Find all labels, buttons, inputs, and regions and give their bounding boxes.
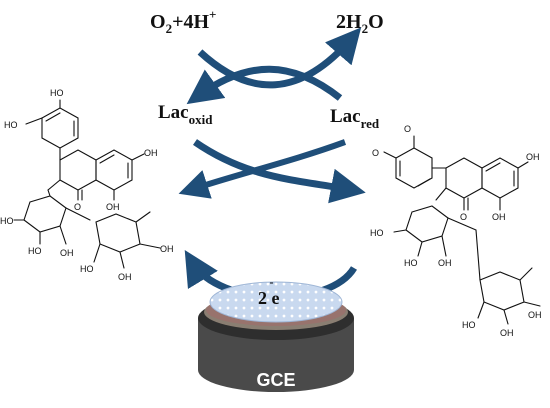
quinone-glycoside-structure: O O OH OH O HO HO OH HO OH OH	[370, 124, 542, 338]
atom-o: O	[372, 148, 379, 158]
svg-text:Lacred: Lacred	[330, 106, 380, 131]
atom-o: O	[404, 124, 411, 134]
atom-oh: OH	[528, 310, 542, 320]
atom-ho: HO	[4, 120, 18, 130]
arrow-lac-red-to-oxid	[186, 65, 343, 105]
atom-oh: OH	[526, 152, 540, 162]
atom-ho: HO	[370, 228, 384, 238]
gce-electrode: GCE	[198, 281, 354, 392]
lac-oxid-label: Lacoxid	[158, 102, 213, 127]
quercetin-glycoside-structure: HO HO OH OH O HO HO OH HO OH OH	[0, 88, 174, 282]
atom-ho: HO	[404, 258, 418, 268]
atom-oh: OH	[118, 272, 132, 282]
svg-text:Lacoxid: Lacoxid	[158, 102, 213, 127]
atom-ho: HO	[0, 216, 14, 226]
atom-o: O	[74, 202, 81, 212]
atom-ho: HO	[80, 264, 94, 274]
atom-oh: OH	[438, 258, 452, 268]
svg-text:O2+4H+: O2+4H+	[150, 7, 216, 36]
lac-red-label: Lacred	[330, 106, 380, 131]
atom-oh: OH	[492, 212, 506, 222]
atom-o: O	[460, 212, 467, 222]
atom-oh: HO	[50, 88, 64, 98]
atom-oh: OH	[144, 148, 158, 158]
electron-label: 2 e-	[258, 275, 280, 308]
arrow-quercetin-to-quinone	[178, 139, 347, 199]
water-label: 2H2O	[336, 11, 384, 36]
atom-ho: HO	[28, 246, 42, 256]
atom-oh: OH	[500, 328, 514, 338]
arrow-o2-to-water	[197, 27, 362, 89]
atom-oh: OH	[106, 202, 120, 212]
gce-label: GCE	[256, 370, 295, 390]
atom-oh: OH	[60, 248, 74, 258]
svg-text:2 e-: 2 e-	[258, 275, 280, 308]
o2-4h-label: O2+4H+	[150, 7, 216, 36]
atom-ho: HO	[462, 320, 476, 330]
svg-text:2H2O: 2H2O	[336, 11, 384, 36]
arrow-oxid-to-red	[193, 139, 366, 204]
atom-oh: OH	[160, 244, 174, 254]
